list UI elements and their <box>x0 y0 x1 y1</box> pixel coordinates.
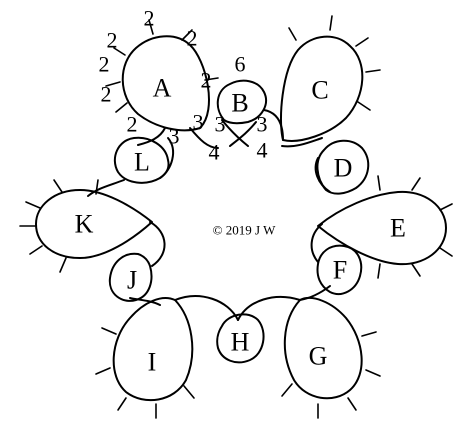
ring-c: C <box>280 15 381 142</box>
ring-d-label: D <box>334 154 353 183</box>
count-b-top: 6 <box>235 52 246 77</box>
ring-j: J <box>108 252 153 302</box>
ring-j-label: J <box>127 266 137 295</box>
count-a-right: 2 <box>201 68 212 93</box>
ring-h: H <box>216 313 265 364</box>
count-b-left: 3 <box>193 110 204 135</box>
count-b-left-lower: 3 <box>215 112 226 137</box>
ring-b: B <box>216 79 267 125</box>
chain-d-c <box>281 137 323 148</box>
ring-a: A <box>105 19 219 132</box>
chain-k-j <box>149 221 166 267</box>
ring-i-label: I <box>148 348 157 377</box>
ring-e-label: E <box>390 214 406 243</box>
ring-a-label: A <box>153 74 172 103</box>
ring-b-label: B <box>231 89 248 118</box>
count-b-bottom-right: 4 <box>257 138 268 163</box>
stitch-counts: 2 2 2 2 2 2 2 3 6 3 3 3 4 4 <box>99 6 268 165</box>
ring-k-label: K <box>75 210 94 239</box>
count-a-top-mid: 2 <box>144 6 155 31</box>
chain-l-k <box>87 179 125 197</box>
ring-g: G <box>281 297 381 419</box>
copyright-text: © 2019 J W <box>213 223 276 238</box>
chain-a-b <box>189 127 219 149</box>
ring-l: L <box>113 136 170 184</box>
ring-f-label: F <box>333 256 347 285</box>
ring-k: K <box>19 179 153 273</box>
count-a-bottom: 3 <box>169 124 180 149</box>
chain-j-i <box>129 297 161 306</box>
ring-l-label: L <box>134 148 150 177</box>
ring-d: D <box>316 139 370 195</box>
chain-a-l <box>137 127 166 146</box>
chain-i-h <box>174 295 239 321</box>
count-a-top-left: 2 <box>107 28 118 53</box>
count-a-left-lower: 2 <box>101 82 112 107</box>
count-a-top-right: 2 <box>187 26 198 51</box>
count-b-bottom-left: 4 <box>209 140 220 165</box>
ring-f: F <box>316 244 363 295</box>
ring-c-label: C <box>311 76 328 105</box>
count-b-right: 3 <box>257 112 268 137</box>
count-a-left-upper: 2 <box>99 52 110 77</box>
ring-h-label: H <box>231 328 250 357</box>
chain-b-cross-left <box>221 119 249 147</box>
ring-g-label: G <box>309 342 328 371</box>
count-a-bottom-left: 2 <box>127 112 138 137</box>
chain-b-cross-right <box>229 121 257 147</box>
ring-e: E <box>317 175 453 279</box>
ring-i: I <box>95 297 195 419</box>
